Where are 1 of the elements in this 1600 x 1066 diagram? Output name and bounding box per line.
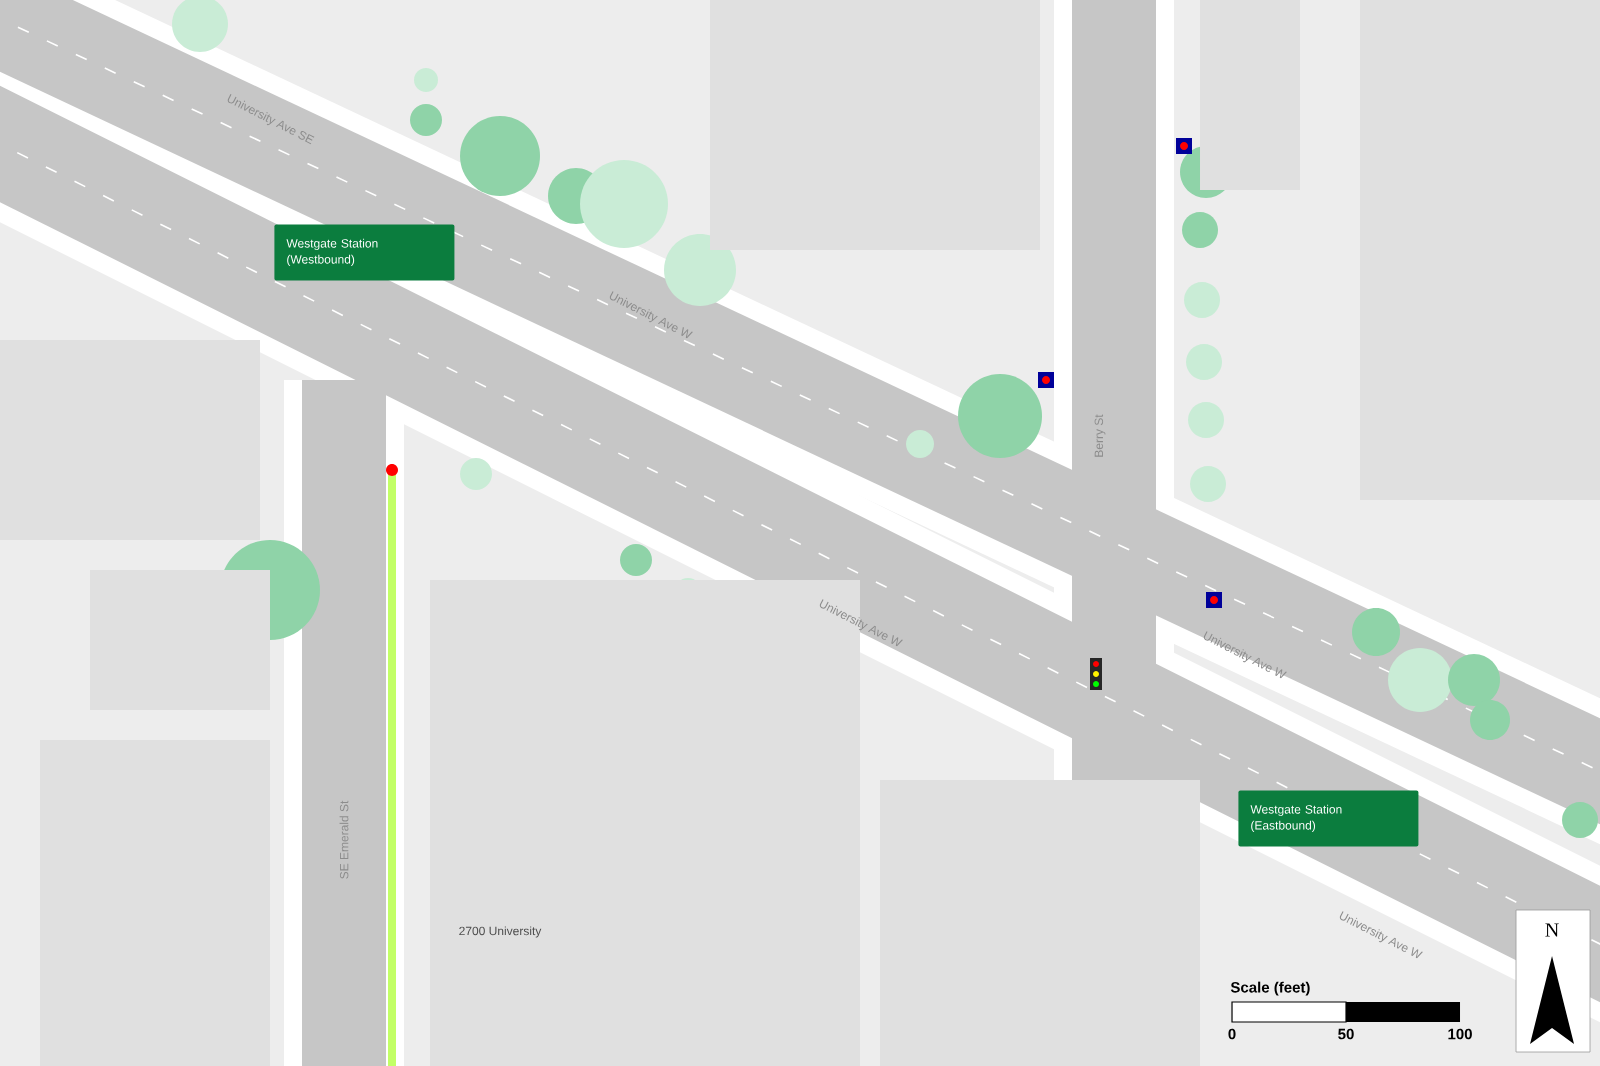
north-label: N xyxy=(1545,923,1559,937)
